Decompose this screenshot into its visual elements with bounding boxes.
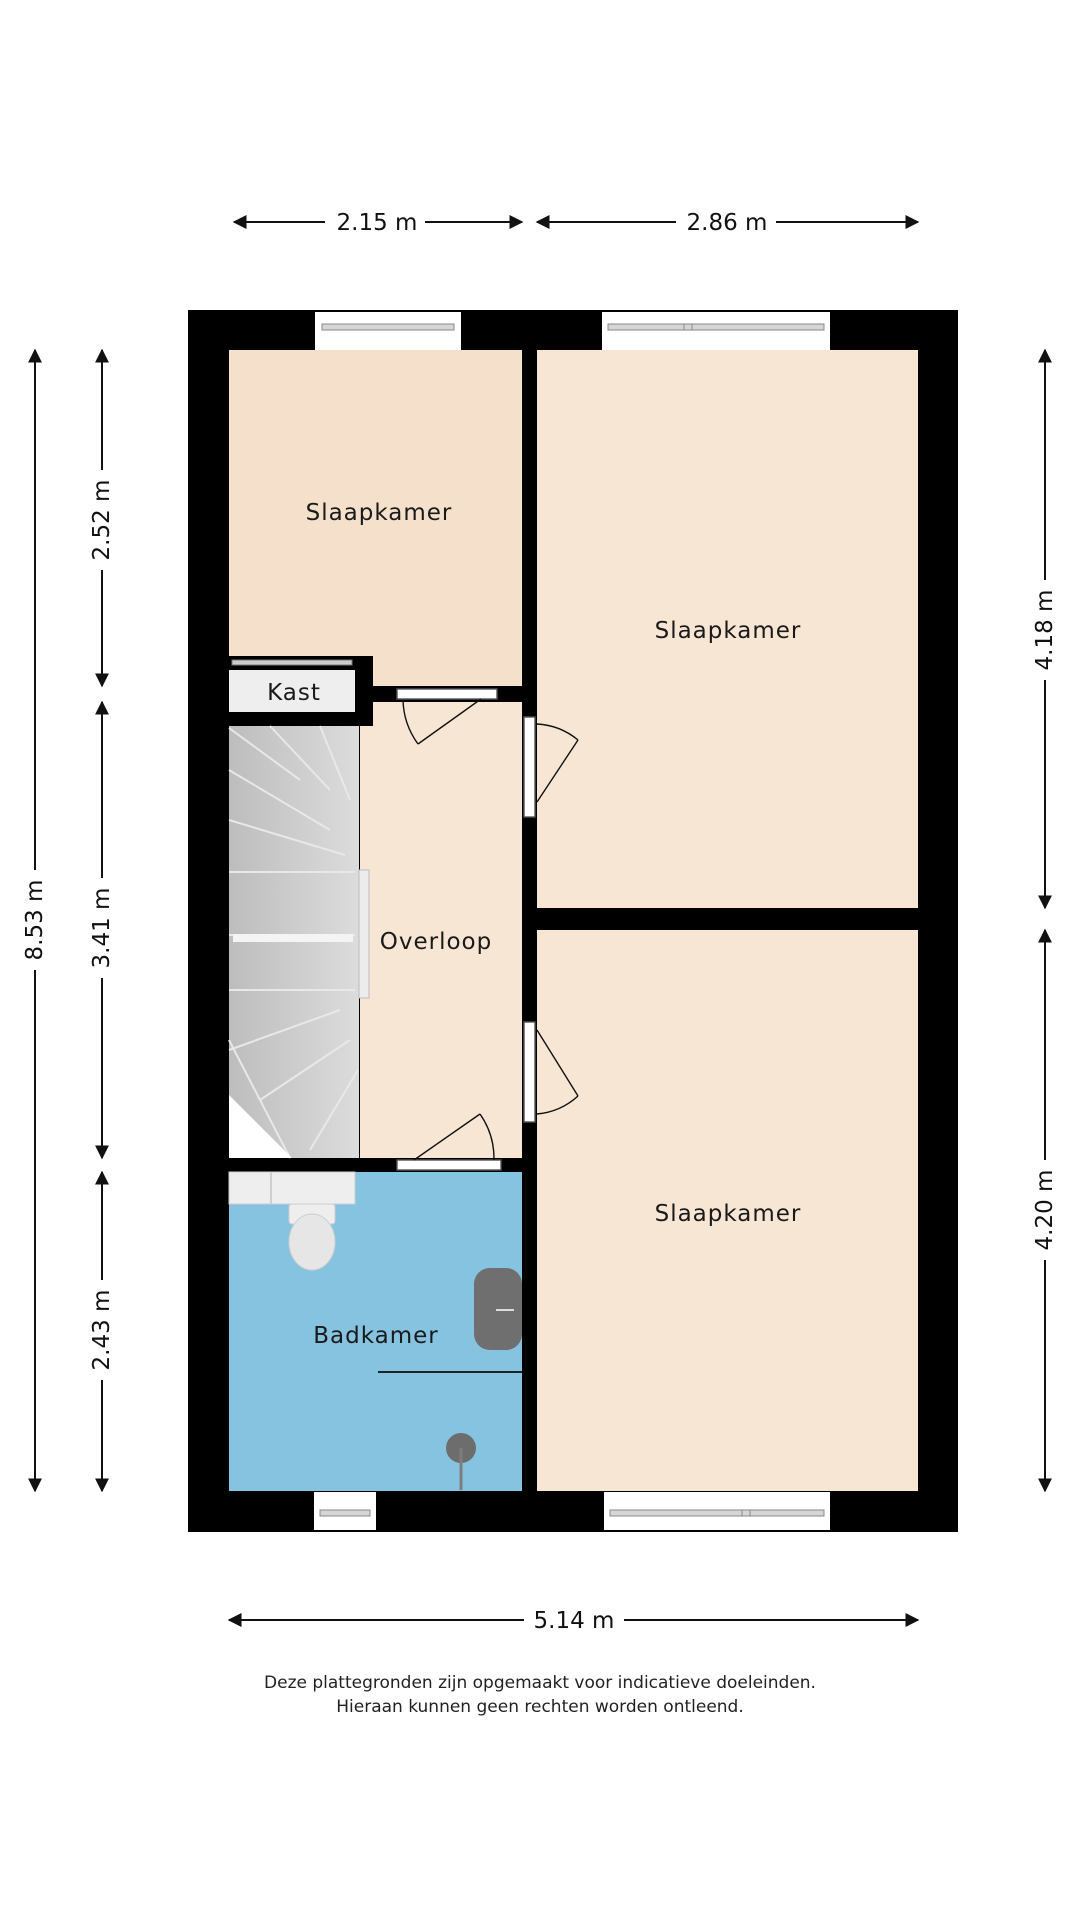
window-top-right — [602, 312, 830, 350]
door-top-left-bedroom — [396, 688, 498, 745]
label-landing: Overloop — [380, 929, 492, 955]
dim-right-top-height: 4.18 m — [1032, 590, 1058, 671]
dim-total-height: 8.53 m — [22, 880, 48, 961]
wall-vertical-center — [522, 350, 537, 1491]
closet-shelf — [231, 659, 353, 666]
dim-top-left-width: 2.15 m — [337, 210, 418, 236]
label-bedroom-bottom-right: Slaapkamer — [655, 1201, 802, 1227]
door-bathroom — [396, 1113, 502, 1171]
room-closet — [229, 670, 359, 712]
bath-counter-divider — [270, 1172, 272, 1204]
room-bathroom — [229, 1172, 522, 1491]
label-bedroom-top-left: Slaapkamer — [306, 500, 453, 526]
stairs — [228, 725, 359, 1159]
wall-right-divider — [537, 908, 918, 930]
label-bathroom: Badkamer — [313, 1323, 439, 1349]
dim-left-top-height: 2.52 m — [89, 480, 115, 561]
room-bedroom-top-right — [537, 350, 918, 908]
disclaimer-line-2: Hieraan kunnen geen rechten worden ontle… — [336, 1697, 744, 1717]
dim-left-bottom-height: 2.43 m — [89, 1290, 115, 1371]
stair-triangle — [229, 1095, 292, 1158]
dim-top-right-width: 2.86 m — [687, 210, 768, 236]
toilet-icon — [288, 1203, 336, 1271]
window-bottom-right — [604, 1492, 830, 1530]
door-top-right-bedroom — [523, 716, 579, 818]
stair-handrail — [358, 869, 370, 999]
disclaimer-line-1: Deze plattegronden zijn opgemaakt voor i… — [264, 1673, 816, 1693]
room-stairs — [229, 726, 359, 1160]
window-bottom-left — [314, 1492, 376, 1530]
room-landing — [360, 702, 522, 1160]
dim-total-width: 5.14 m — [534, 1608, 615, 1634]
window-top-left — [315, 312, 461, 350]
dim-left-middle-height: 3.41 m — [89, 888, 115, 969]
stair-highlight — [233, 934, 353, 942]
room-bedroom-bottom-right — [537, 930, 918, 1491]
sink-icon — [474, 1268, 522, 1350]
shower-head-icon — [446, 1433, 476, 1490]
bath-counter — [228, 1171, 356, 1205]
room-bedroom-top-left — [229, 350, 522, 686]
wall-closet-right — [355, 656, 373, 726]
label-closet: Kast — [267, 680, 321, 706]
label-bedroom-top-right: Slaapkamer — [655, 618, 802, 644]
dim-right-bottom-height: 4.20 m — [1032, 1170, 1058, 1251]
wall-closet-bottom — [229, 712, 369, 726]
door-bottom-right-bedroom — [523, 1021, 579, 1123]
